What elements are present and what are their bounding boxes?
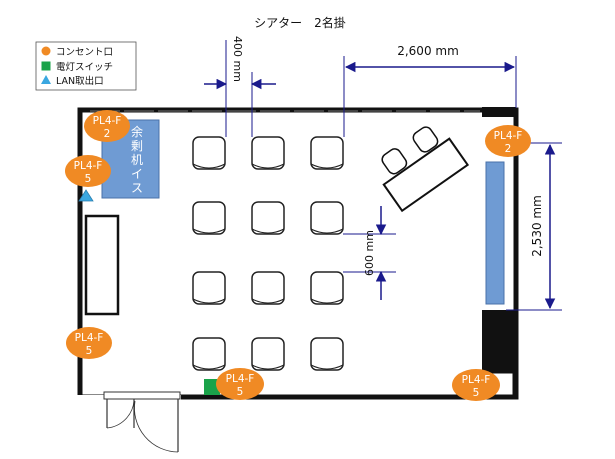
lectern-desk [381, 126, 470, 213]
legend-lan-label: LAN取出口 [56, 75, 104, 87]
door [103, 391, 181, 453]
outlet-label-line1: PL4-F [494, 130, 523, 142]
outlet-top-right: PL4-F 2 [485, 125, 531, 157]
dimension-row-gap: 600 mm [343, 206, 396, 300]
dimension-chair-width: 400 mm [204, 36, 276, 137]
legend-outlet-label: コンセント口 [56, 47, 113, 58]
dimension-right-height: 2,530 mm [506, 142, 562, 311]
chair [192, 337, 226, 371]
outlet-label-line2: 5 [473, 387, 480, 399]
outlet-bottom-center: PL4-F 5 [216, 368, 264, 400]
chair [192, 201, 226, 235]
legend-switch-label: 電灯スイッチ [56, 62, 113, 73]
outlet-left-lower: PL4-F 5 [66, 327, 112, 359]
outlet-label-line2: 5 [237, 386, 244, 398]
legend: コンセント口 電灯スイッチ LAN取出口 [35, 41, 137, 91]
surplus-label-char-5: ス [131, 181, 143, 195]
outlet-label-line1: PL4-F [226, 373, 255, 385]
aisle-width-label: 2,600 mm [397, 44, 459, 58]
chair [310, 337, 344, 371]
switch-legend-icon [41, 61, 51, 71]
right-panel [485, 161, 505, 305]
chair-width-label: 400 mm [231, 36, 244, 82]
chair [192, 271, 226, 305]
outlet-bottom-right: PL4-F 5 [452, 369, 500, 401]
surplus-label-char-4: イ [131, 167, 143, 181]
diagram-title: シアター 2名掛 [254, 15, 346, 30]
chair [251, 201, 285, 235]
chair [310, 271, 344, 305]
dimension-aisle-width: 2,600 mm [343, 44, 517, 137]
chair [310, 201, 344, 235]
chair [310, 136, 344, 170]
lan-outlet-icon [78, 189, 94, 202]
lan-legend-icon [41, 75, 51, 84]
outlet-label-line1: PL4-F [74, 160, 103, 172]
surplus-chair-storage: 余 剰 机 イ ス [101, 119, 160, 199]
outlet-label-line1: PL4-F [462, 374, 491, 386]
chair [251, 136, 285, 170]
chair [251, 337, 285, 371]
chair [192, 136, 226, 170]
audience-chairs [192, 136, 344, 371]
outlet-label-line1: PL4-F [75, 332, 104, 344]
surplus-label-char-1: 余 [131, 124, 143, 139]
outlet-label-line2: 2 [505, 143, 512, 155]
outlet-left-upper: PL4-F 5 [65, 155, 111, 187]
outlet-label-line1: PL4-F [93, 115, 122, 127]
outlet-label-line2: 5 [85, 173, 92, 185]
left-cabinet [84, 214, 120, 316]
surplus-label-char-2: 剰 [131, 139, 143, 153]
surplus-label-char-3: 机 [131, 153, 143, 167]
right-height-label: 2,530 mm [530, 195, 544, 257]
chair [251, 271, 285, 305]
light-switch-icon [204, 379, 220, 395]
outlet-top-left: PL4-F 2 [84, 110, 130, 142]
outlet-label-line2: 2 [104, 128, 111, 140]
outlet-label-line2: 5 [86, 345, 93, 357]
outlet-legend-icon [41, 46, 51, 56]
row-gap-label: 600 mm [363, 230, 376, 276]
